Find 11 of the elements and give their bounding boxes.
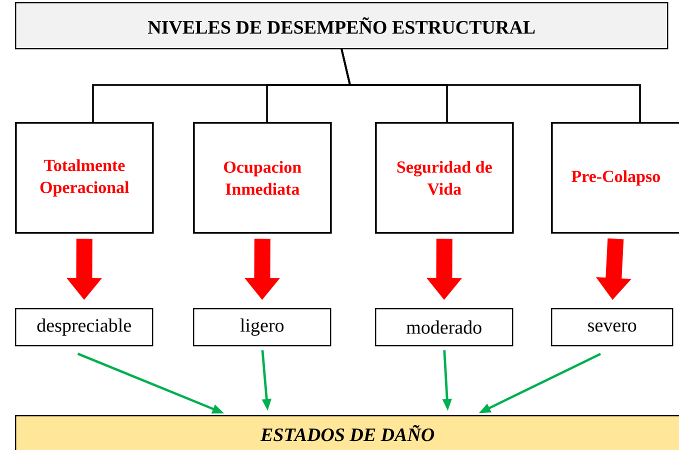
damage-state-box: moderado: [375, 308, 514, 346]
level-box: Ocupacion Inmediata: [193, 122, 332, 234]
damage-state-box: despreciable: [15, 308, 154, 346]
damage-state-box: ligero: [193, 308, 332, 346]
damage-state-box: severo: [551, 308, 674, 346]
level-box: Seguridad de Vida: [375, 122, 514, 234]
tree-connector: [340, 49, 641, 122]
title-box: NIVELES DE DESEMPEÑO ESTRUCTURAL: [15, 2, 668, 50]
level-box: Totalmente Operacional: [15, 122, 154, 234]
result-band: ESTADOS DE DAÑO: [15, 415, 679, 450]
level-box: Pre-Colapso: [551, 122, 679, 234]
